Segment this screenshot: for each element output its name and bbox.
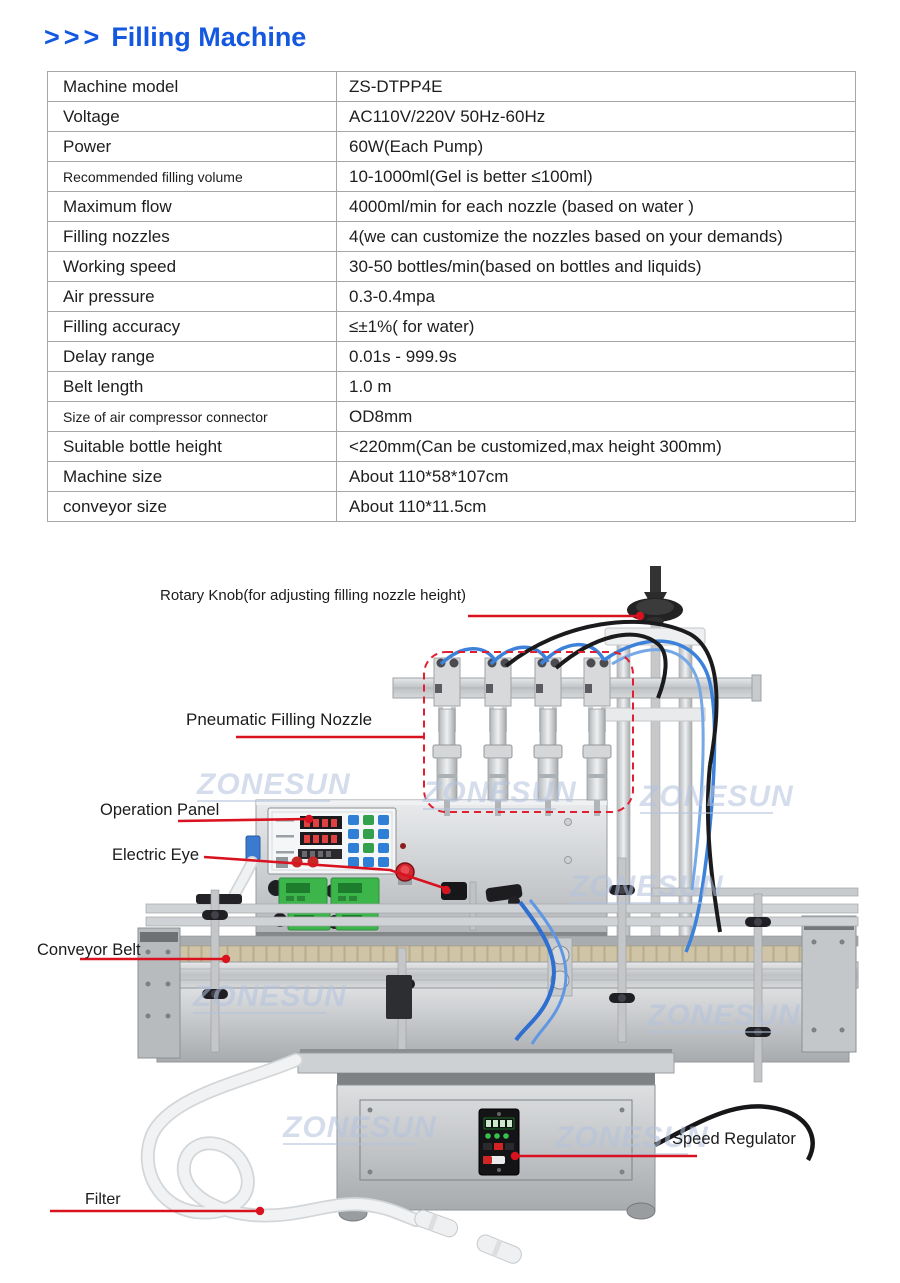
filter-cartridge [476, 1234, 522, 1264]
watermark-text: ZONESUN [554, 1121, 709, 1154]
speed-regulator-panel [478, 1108, 520, 1176]
label-speed-regulator: Speed Regulator [672, 1130, 796, 1148]
spec-label: Filling nozzles [47, 221, 337, 252]
spec-value: 0.3-0.4mpa [336, 281, 856, 312]
watermark-text: ZONESUN [639, 780, 794, 813]
table-row: Suitable bottle height<220mm(Can be cust… [47, 431, 856, 462]
filter-cartridge [414, 1209, 458, 1238]
digital-display [298, 816, 342, 859]
spec-label: Machine size [47, 461, 337, 492]
spec-label: Suitable bottle height [47, 431, 337, 462]
spec-label: Maximum flow [47, 191, 337, 222]
machine-illustration: ZONESUN ZONESUN ZONESUN ZONESUN ZONESUN … [50, 566, 859, 1264]
spec-label: Size of air compressor connector [47, 401, 337, 432]
spec-label: Recommended filling volume [47, 161, 337, 192]
spec-value: ≤±1%( for water) [336, 311, 856, 342]
spec-label: Belt length [47, 371, 337, 402]
spec-label: conveyor size [47, 491, 337, 522]
machine-figure: ZONESUN ZONESUN ZONESUN ZONESUN ZONESUN … [0, 560, 900, 1283]
watermark-text: ZONESUN [646, 999, 801, 1032]
spec-label: Air pressure [47, 281, 337, 312]
nozzle-4 [582, 657, 612, 817]
spec-value: OD8mm [336, 401, 856, 432]
spec-value: 30-50 bottles/min(based on bottles and l… [336, 251, 856, 282]
callout-line-electric-eye [203, 855, 445, 890]
label-pneumatic-nozzle: Pneumatic Filling Nozzle [186, 710, 373, 729]
spec-value: 4(we can customize the nozzles based on … [336, 221, 856, 252]
spec-value: 1.0 m [336, 371, 856, 402]
nozzle-highlight-box [423, 651, 634, 813]
page-title: >>>Filling Machine [44, 22, 306, 53]
spec-value: <220mm(Can be customized,max height 300m… [336, 431, 856, 462]
bottle-guide-rails [145, 903, 859, 927]
spec-label: Voltage [47, 101, 337, 132]
table-row: Filling accuracy≤±1%( for water) [47, 311, 856, 342]
spec-value: ZS-DTPP4E [336, 71, 856, 102]
conveyor-belt-surface [162, 945, 806, 963]
spec-value: 10-1000ml(Gel is better ≤100ml) [336, 161, 856, 192]
label-conveyor-belt: Conveyor Belt [37, 941, 141, 959]
watermark-text: ZONESUN [422, 776, 577, 809]
base-cabinet [297, 1049, 675, 1222]
spec-value: 60W(Each Pump) [336, 131, 856, 162]
watermark-text: ZONESUN [569, 870, 724, 903]
callout-lines [50, 611, 697, 1216]
spec-label: Delay range [47, 341, 337, 372]
watermarks: ZONESUN ZONESUN ZONESUN ZONESUN ZONESUN … [192, 768, 801, 1155]
label-filter: Filter [85, 1191, 121, 1208]
power-cables [504, 619, 815, 1162]
spec-value: AC110V/220V 50Hz-60Hz [336, 101, 856, 132]
label-electric-eye: Electric Eye [112, 846, 200, 864]
inlet-fitting [228, 835, 261, 902]
callout-line-operation-panel [177, 817, 309, 823]
watermark-text: ZONESUN [192, 980, 347, 1013]
spec-value: 0.01s - 999.9s [336, 341, 856, 372]
spec-value: About 110*11.5cm [336, 491, 856, 522]
watermark-text: ZONESUN [196, 768, 351, 801]
spec-label: Filling accuracy [47, 311, 337, 342]
spec-label: Power [47, 131, 337, 162]
spec-label: Working speed [47, 251, 337, 282]
filter-hose [140, 1053, 522, 1264]
spec-label: Machine model [47, 71, 337, 102]
title-text: Filling Machine [111, 22, 307, 52]
spec-value: About 110*58*107cm [336, 461, 856, 492]
label-rotary-knob: Rotary Knob(for adjusting filling nozzle… [160, 587, 466, 604]
label-operation-panel: Operation Panel [100, 801, 220, 819]
title-arrows-icon: >>> [44, 22, 104, 52]
spec-value: 4000ml/min for each nozzle (based on wat… [336, 191, 856, 222]
watermark-text: ZONESUN [282, 1111, 437, 1144]
